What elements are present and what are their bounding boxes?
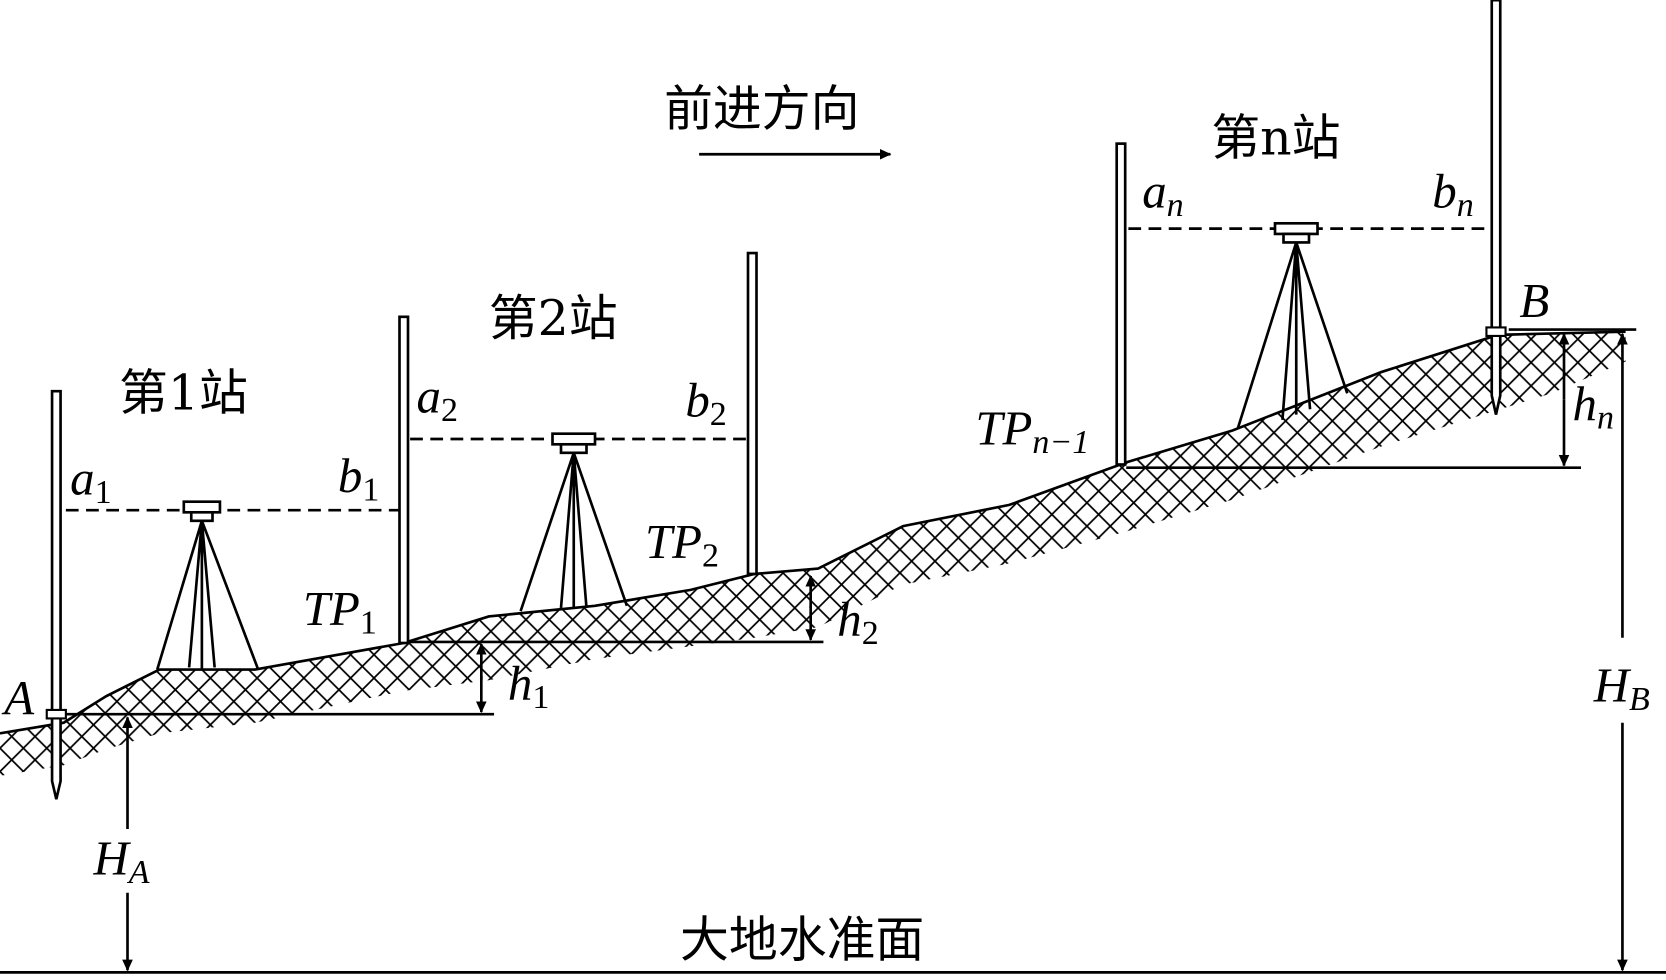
level-instrument-1 — [155, 500, 260, 671]
point-B: B — [1519, 273, 1549, 328]
reading-bn: bn — [1432, 163, 1473, 224]
direction-label: 前进方向 — [664, 81, 859, 138]
reading-a2: a2 — [417, 368, 458, 428]
level-instrument-n — [1236, 221, 1349, 429]
staff-A — [50, 389, 62, 800]
height-HB: HB — [1593, 657, 1650, 718]
turning-point-n-1: TPn−1 — [975, 400, 1089, 460]
height-h2: h2 — [837, 592, 878, 653]
reading-b2: b2 — [685, 373, 726, 433]
staff-tp2 — [746, 251, 758, 576]
ground-profile — [0, 330, 1626, 735]
point-A: A — [1, 670, 35, 725]
turning-point-2: TP2 — [645, 514, 719, 575]
station-n-label: 第n站 — [1211, 109, 1340, 166]
level-instrument-2 — [519, 432, 629, 612]
height-h1: h1 — [508, 655, 549, 716]
station-1-label: 第1站 — [119, 364, 248, 421]
ground-hatch — [0, 331, 1626, 776]
reading-b1: b1 — [338, 448, 379, 508]
peg-B — [1485, 326, 1507, 337]
staff-B — [1490, 0, 1502, 415]
height-hn: hn — [1573, 376, 1614, 436]
peg-A — [45, 708, 67, 720]
datum-label: 大地水准面 — [680, 911, 924, 968]
reading-a1: a1 — [70, 450, 111, 510]
height-HA: HA — [93, 831, 150, 892]
staff-tp1 — [398, 315, 410, 645]
turning-point-1: TP1 — [303, 581, 377, 642]
staff-tpn — [1115, 142, 1127, 466]
reading-an: an — [1142, 163, 1183, 224]
station-2-label: 第2站 — [489, 290, 618, 347]
